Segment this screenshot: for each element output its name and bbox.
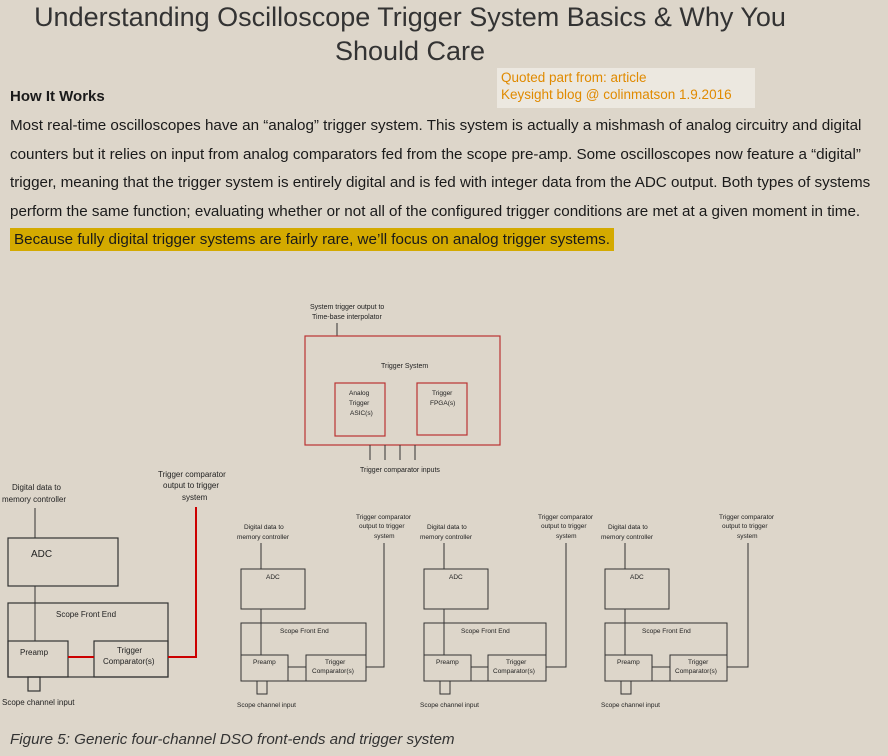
system-trigger-output-label-1: System trigger output to [310,304,384,311]
svg-text:Comparator(s): Comparator(s) [312,668,354,675]
fpga-label: FPGA(s) [430,400,455,407]
svg-text:Scope channel input: Scope channel input [601,702,660,709]
system-trigger-output-label-2: Time-base interpolator [312,314,382,321]
comparator-input-lines [369,445,416,460]
highlighted-sentence: Because fully digital trigger systems ar… [10,228,614,251]
svg-text:ADC: ADC [630,574,644,581]
ch1-comparator-box [93,640,169,678]
svg-text:memory controller: memory controller [601,534,654,541]
trigger-fpga-box [416,382,468,436]
quote-line-2: Keysight blog @ colinmatson 1.9.2016 [501,87,732,102]
title-line-2: Should Care [334,36,486,66]
analog-trigger-asic-box [334,382,386,437]
ch1-digital-label-2: memory controller [2,495,66,504]
quote-line-1: Quoted part from: article [501,70,647,85]
ch1-comparator-label-1: Trigger [117,646,142,655]
ch1-adc-label: ADC [31,549,52,560]
ch1-front-end-box [7,602,169,678]
svg-text:Trigger: Trigger [688,659,709,666]
svg-text:Digital data to: Digital data to [427,524,467,531]
fpga-trigger-label: Trigger [432,390,453,397]
svg-text:Trigger comparator: Trigger comparator [356,514,412,521]
svg-text:system: system [374,533,395,540]
svg-text:Digital data to: Digital data to [608,524,648,531]
ch1-digital-label-1: Digital data to [12,483,61,492]
svg-text:Trigger comparator: Trigger comparator [719,514,775,521]
svg-text:Digital data to: Digital data to [244,524,284,531]
trigger-system-diagram: System trigger output to Time-base inter… [2,304,775,709]
svg-text:memory controller: memory controller [237,534,290,541]
svg-text:Trigger: Trigger [506,659,527,666]
quote-note: Quoted part from: article Keysight blog … [497,68,755,108]
ch1-preamp-label: Preamp [20,648,49,657]
svg-text:system: system [737,533,758,540]
svg-text:Scope Front End: Scope Front End [461,628,510,635]
svg-text:Comparator(s): Comparator(s) [493,668,535,675]
asic-label: ASIC(s) [350,410,373,417]
ch1-tco-label-2: output to trigger [163,481,219,490]
ch1-channel-input-label: Scope channel input [2,698,75,707]
channel-2-front-end: Digital data to memory controller Trigge… [237,514,412,709]
ch1-preamp-box [7,640,69,678]
trigger-system-label: Trigger System [381,363,428,370]
ch1-tco-label-1: Trigger comparator [158,470,226,479]
channel-4-front-end: Digital data to memory controller Trigge… [601,514,775,709]
article-title: Understanding Oscilloscope Trigger Syste… [0,0,820,68]
svg-text:output to trigger: output to trigger [359,523,405,530]
figure-caption: Figure 5: Generic four-channel DSO front… [10,731,455,748]
comparator-inputs-label: Trigger comparator inputs [360,467,440,474]
svg-text:Trigger comparator: Trigger comparator [538,514,594,521]
svg-text:Trigger: Trigger [325,659,346,666]
ch1-comparator-label-2: Comparator(s) [103,657,155,666]
analog-label: Analog [349,390,370,397]
svg-text:Scope Front End: Scope Front End [280,628,329,635]
analog-trigger-label: Trigger [349,400,370,407]
paragraph-text: Most real-time oscilloscopes have an “an… [10,117,871,220]
svg-text:Comparator(s): Comparator(s) [675,668,717,675]
channel-1-front-end: Digital data to memory controller ADC Tr… [2,470,226,707]
svg-text:Preamp: Preamp [617,659,640,666]
svg-text:Scope channel input: Scope channel input [420,702,479,709]
ch1-tco-label-3: system [182,493,208,502]
svg-text:output to trigger: output to trigger [722,523,768,530]
svg-text:Preamp: Preamp [436,659,459,666]
svg-text:Scope Front End: Scope Front End [642,628,691,635]
ch1-front-end-label: Scope Front End [56,610,116,619]
svg-text:ADC: ADC [449,574,463,581]
svg-text:system: system [556,533,577,540]
body-paragraph: Most real-time oscilloscopes have an “an… [10,112,885,255]
channel-3-front-end: Digital data to memory controller Trigge… [420,514,594,709]
section-heading: How It Works [10,88,105,105]
svg-text:output to trigger: output to trigger [541,523,587,530]
svg-text:Scope channel input: Scope channel input [237,702,296,709]
svg-text:ADC: ADC [266,574,280,581]
title-line-1: Understanding Oscilloscope Trigger Syste… [34,2,786,32]
svg-text:memory controller: memory controller [420,534,473,541]
trigger-system-box [304,335,501,446]
ch1-adc-box [7,537,119,587]
svg-text:Preamp: Preamp [253,659,276,666]
